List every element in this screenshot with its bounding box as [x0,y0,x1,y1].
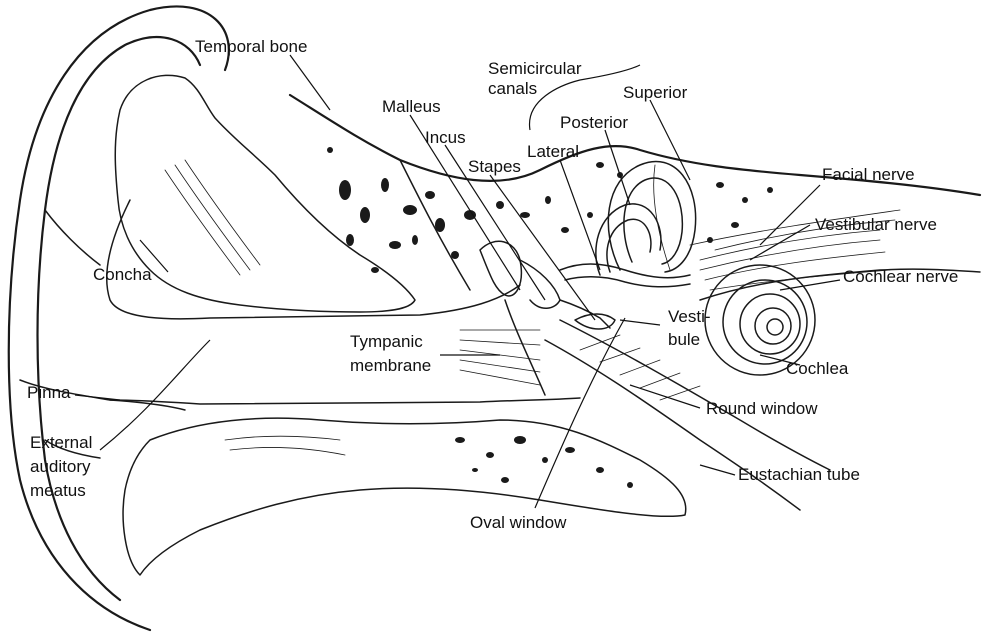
labels: Temporal bone Semicircular canals Superi… [27,37,958,532]
label-semicircular-canals-line1: Semicircular [488,59,582,78]
label-round-window: Round window [706,399,818,418]
lower-bone-mass [123,418,686,575]
label-cochlea: Cochlea [786,359,849,378]
label-tympanic-membrane-line2: membrane [350,356,431,375]
label-vestibule-line2: bule [668,330,700,349]
label-concha: Concha [93,265,152,284]
semicircular-canals [560,161,696,286]
label-semicircular-canals-line2: canals [488,79,537,98]
label-external-auditory-meatus-line1: External [30,433,92,452]
label-superior: Superior [623,83,688,102]
upper-bone-lobule [115,75,415,312]
label-lateral: Lateral [527,142,579,161]
label-pinna: Pinna [27,383,71,402]
label-temporal-bone: Temporal bone [195,37,307,56]
label-incus: Incus [425,128,466,147]
label-posterior: Posterior [560,113,628,132]
label-vestibular-nerve: Vestibular nerve [815,215,937,234]
label-facial-nerve: Facial nerve [822,165,915,184]
tympanic-membrane [460,300,545,395]
label-tympanic-membrane-line1: Tympanic [350,332,423,351]
label-stapes: Stapes [468,157,521,176]
label-eustachian-tube: Eustachian tube [738,465,860,484]
concha-outline [107,200,580,404]
label-malleus: Malleus [382,97,441,116]
label-oval-window: Oval window [470,513,567,532]
label-cochlear-nerve: Cochlear nerve [843,267,958,286]
label-external-auditory-meatus-line3: meatus [30,481,86,500]
label-external-auditory-meatus-line2: auditory [30,457,91,476]
label-vestibule-line1: Vesti- [668,307,711,326]
